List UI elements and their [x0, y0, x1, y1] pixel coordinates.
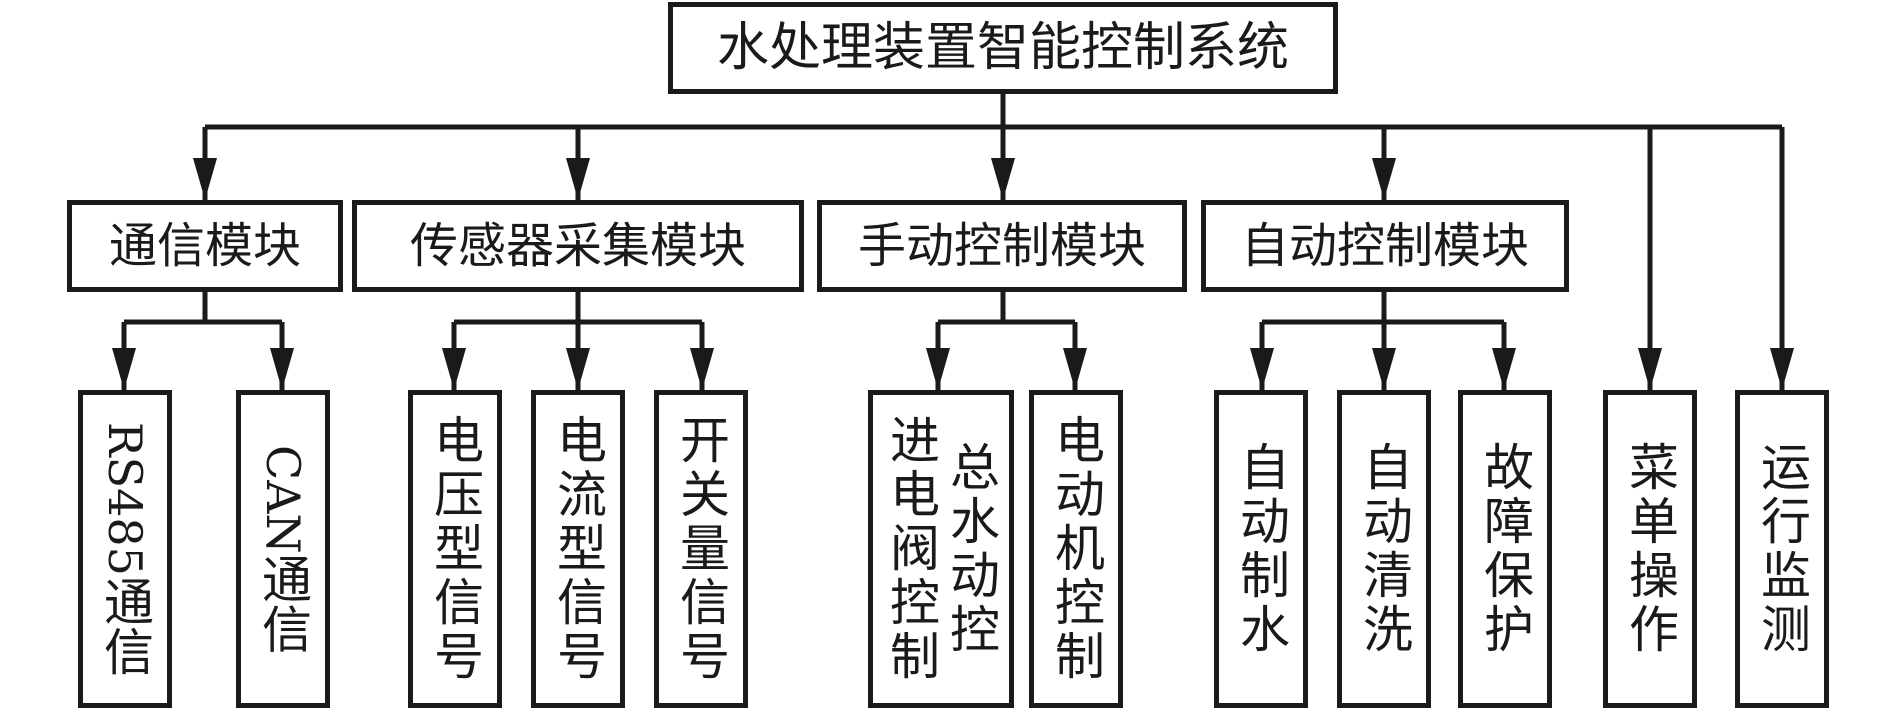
leaf-can: CAN通信: [236, 390, 330, 708]
module-manual-control: 手动控制模块: [817, 200, 1187, 292]
leaf-motor-control: 电动机控制: [1029, 390, 1123, 708]
leaf-valve-control-col2: 总水动控: [942, 441, 1000, 657]
leaf-valve-control: 进电阀控制 总水动控: [868, 390, 1014, 708]
leaf-auto-water-label: 自动制水: [1232, 441, 1290, 657]
leaf-menu-operation: 菜单操作: [1603, 390, 1697, 708]
leaf-current-signal-label: 电流型信号: [549, 414, 607, 684]
module-sensor-acquisition-label: 传感器采集模块: [409, 218, 746, 274]
leaf-switch-signal-label: 开关量信号: [672, 414, 730, 684]
leaf-voltage-signal-label: 电压型信号: [426, 414, 484, 684]
module-communication-label: 通信模块: [108, 218, 301, 274]
leaf-run-monitoring: 运行监测: [1735, 390, 1829, 708]
module-auto-control-label: 自动控制模块: [1240, 218, 1529, 274]
leaf-fault-protection: 故障保护: [1458, 390, 1552, 708]
module-auto-control: 自动控制模块: [1201, 200, 1569, 292]
leaf-can-label: CAN通信: [254, 444, 312, 654]
leaf-switch-signal: 开关量信号: [654, 390, 748, 708]
module-sensor-acquisition: 传感器采集模块: [352, 200, 804, 292]
leaf-fault-protection-label: 故障保护: [1476, 441, 1534, 657]
module-communication: 通信模块: [67, 200, 343, 292]
leaf-voltage-signal: 电压型信号: [408, 390, 502, 708]
leaf-auto-wash: 自动清洗: [1337, 390, 1431, 708]
root-node-box: 水处理装置智能控制系统: [668, 2, 1338, 94]
module-manual-control-label: 手动控制模块: [857, 218, 1146, 274]
leaf-rs485: RS485通信: [78, 390, 172, 708]
leaf-menu-operation-label: 菜单操作: [1621, 441, 1679, 657]
leaf-motor-control-label: 电动机控制: [1047, 414, 1105, 684]
leaf-valve-control-col1: 进电阀控制: [882, 414, 940, 684]
leaf-rs485-label: RS485通信: [96, 422, 154, 676]
leaf-auto-water: 自动制水: [1214, 390, 1308, 708]
root-node-label: 水处理装置智能控制系统: [716, 18, 1289, 78]
leaf-auto-wash-label: 自动清洗: [1355, 441, 1413, 657]
leaf-run-monitoring-label: 运行监测: [1753, 441, 1811, 657]
leaf-current-signal: 电流型信号: [531, 390, 625, 708]
